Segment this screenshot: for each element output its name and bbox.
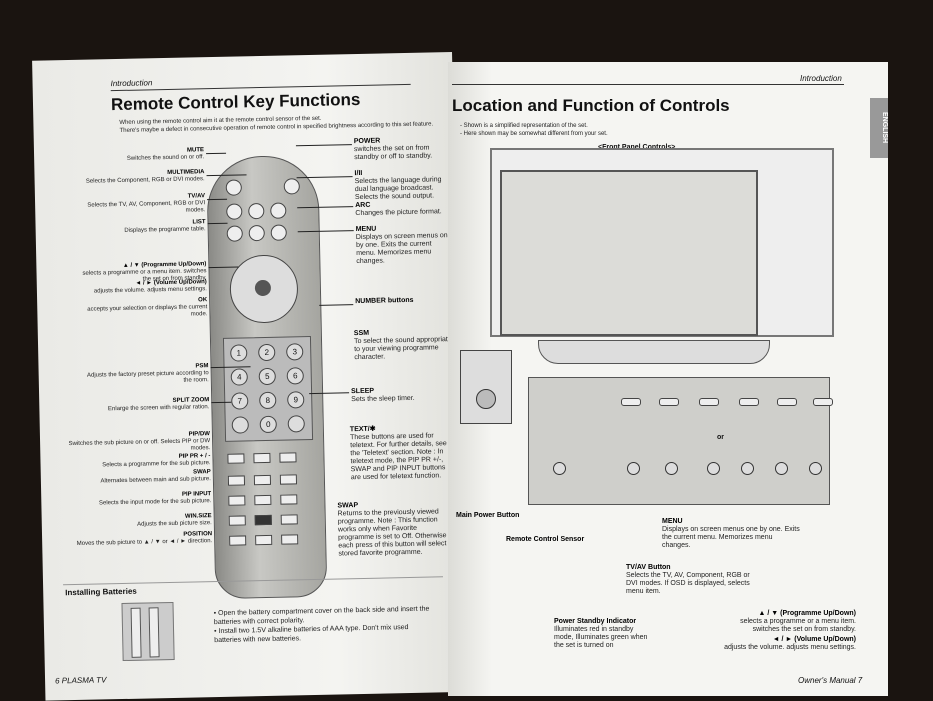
- right-page: Introduction ENGLISH Location and Functi…: [448, 62, 888, 696]
- leader-line: [295, 144, 352, 147]
- label-volume-button: ◄ / ► (Volume Up/Down)adjusts the volume…: [724, 636, 856, 651]
- front-panel-detail: or: [528, 377, 833, 505]
- battery-instructions: • Open the battery compartment cover on …: [214, 605, 435, 646]
- left-title: Remote Control Key Functions: [110, 89, 361, 115]
- label-pip-pr: PIP PR + / -Selects a programme for the …: [102, 453, 211, 469]
- leader-line: [309, 392, 350, 395]
- header-rule: [110, 83, 411, 92]
- language-tab: ENGLISH: [870, 98, 888, 158]
- multimedia-key: [248, 202, 265, 220]
- main-power-button-drawing: [476, 389, 496, 409]
- power-key: [283, 178, 300, 195]
- tv-stand: [538, 340, 770, 364]
- mute-key: [225, 179, 242, 196]
- right-bullet: - Here shown may be somewhat different f…: [460, 131, 608, 137]
- left-footer: 6 PLASMA TV: [54, 675, 107, 686]
- i-ii-key: [270, 202, 287, 219]
- leader-line: [296, 176, 353, 179]
- nav-pad: [229, 254, 299, 324]
- right-header: Introduction: [800, 74, 842, 83]
- ok-key: [254, 279, 272, 297]
- header-rule: [452, 84, 844, 85]
- tvav-key: [226, 203, 243, 220]
- right-title: Location and Function of Controls: [452, 96, 730, 115]
- left-intro: When using the remote control aim it at …: [119, 112, 439, 135]
- list-key: [226, 225, 243, 242]
- left-header: Introduction: [110, 78, 153, 89]
- battery-illustration: [121, 601, 175, 662]
- arc-key: [248, 224, 265, 242]
- tv-screen: [500, 170, 758, 336]
- battery-bullet: • Install two 1.5V alkaline batteries of…: [214, 624, 409, 645]
- batteries-title: Installing Batteries: [65, 586, 137, 598]
- left-page: Introduction Remote Control Key Function…: [32, 52, 466, 701]
- right-footer: Owner's Manual 7: [798, 676, 863, 685]
- leader-line: [297, 206, 354, 209]
- leader-line: [297, 230, 354, 233]
- label-number: NUMBER buttons: [355, 296, 414, 306]
- front-panel-subtitle: <Front Panel Controls>: [598, 144, 675, 151]
- label-programme-button: ▲ / ▼ (Programme Up/Down)selects a progr…: [740, 610, 856, 633]
- right-intro: - Shown is a simplified representation o…: [460, 122, 760, 138]
- leader-line: [206, 152, 227, 155]
- or-label: or: [717, 434, 724, 441]
- label-main-power: Main Power Button: [456, 512, 520, 519]
- main-power-detail: [460, 350, 512, 424]
- menu-key: [270, 224, 287, 241]
- right-bullet: - Shown is a simplified representation o…: [460, 123, 588, 129]
- leader-line: [319, 304, 354, 306]
- label-text: TEXT/✱These buttons are used for teletex…: [349, 425, 447, 482]
- label-remote-sensor: Remote Control Sensor: [506, 536, 585, 543]
- label-volume: ◄ / ► (Volume Up/Down)adjusts the volume…: [93, 279, 207, 295]
